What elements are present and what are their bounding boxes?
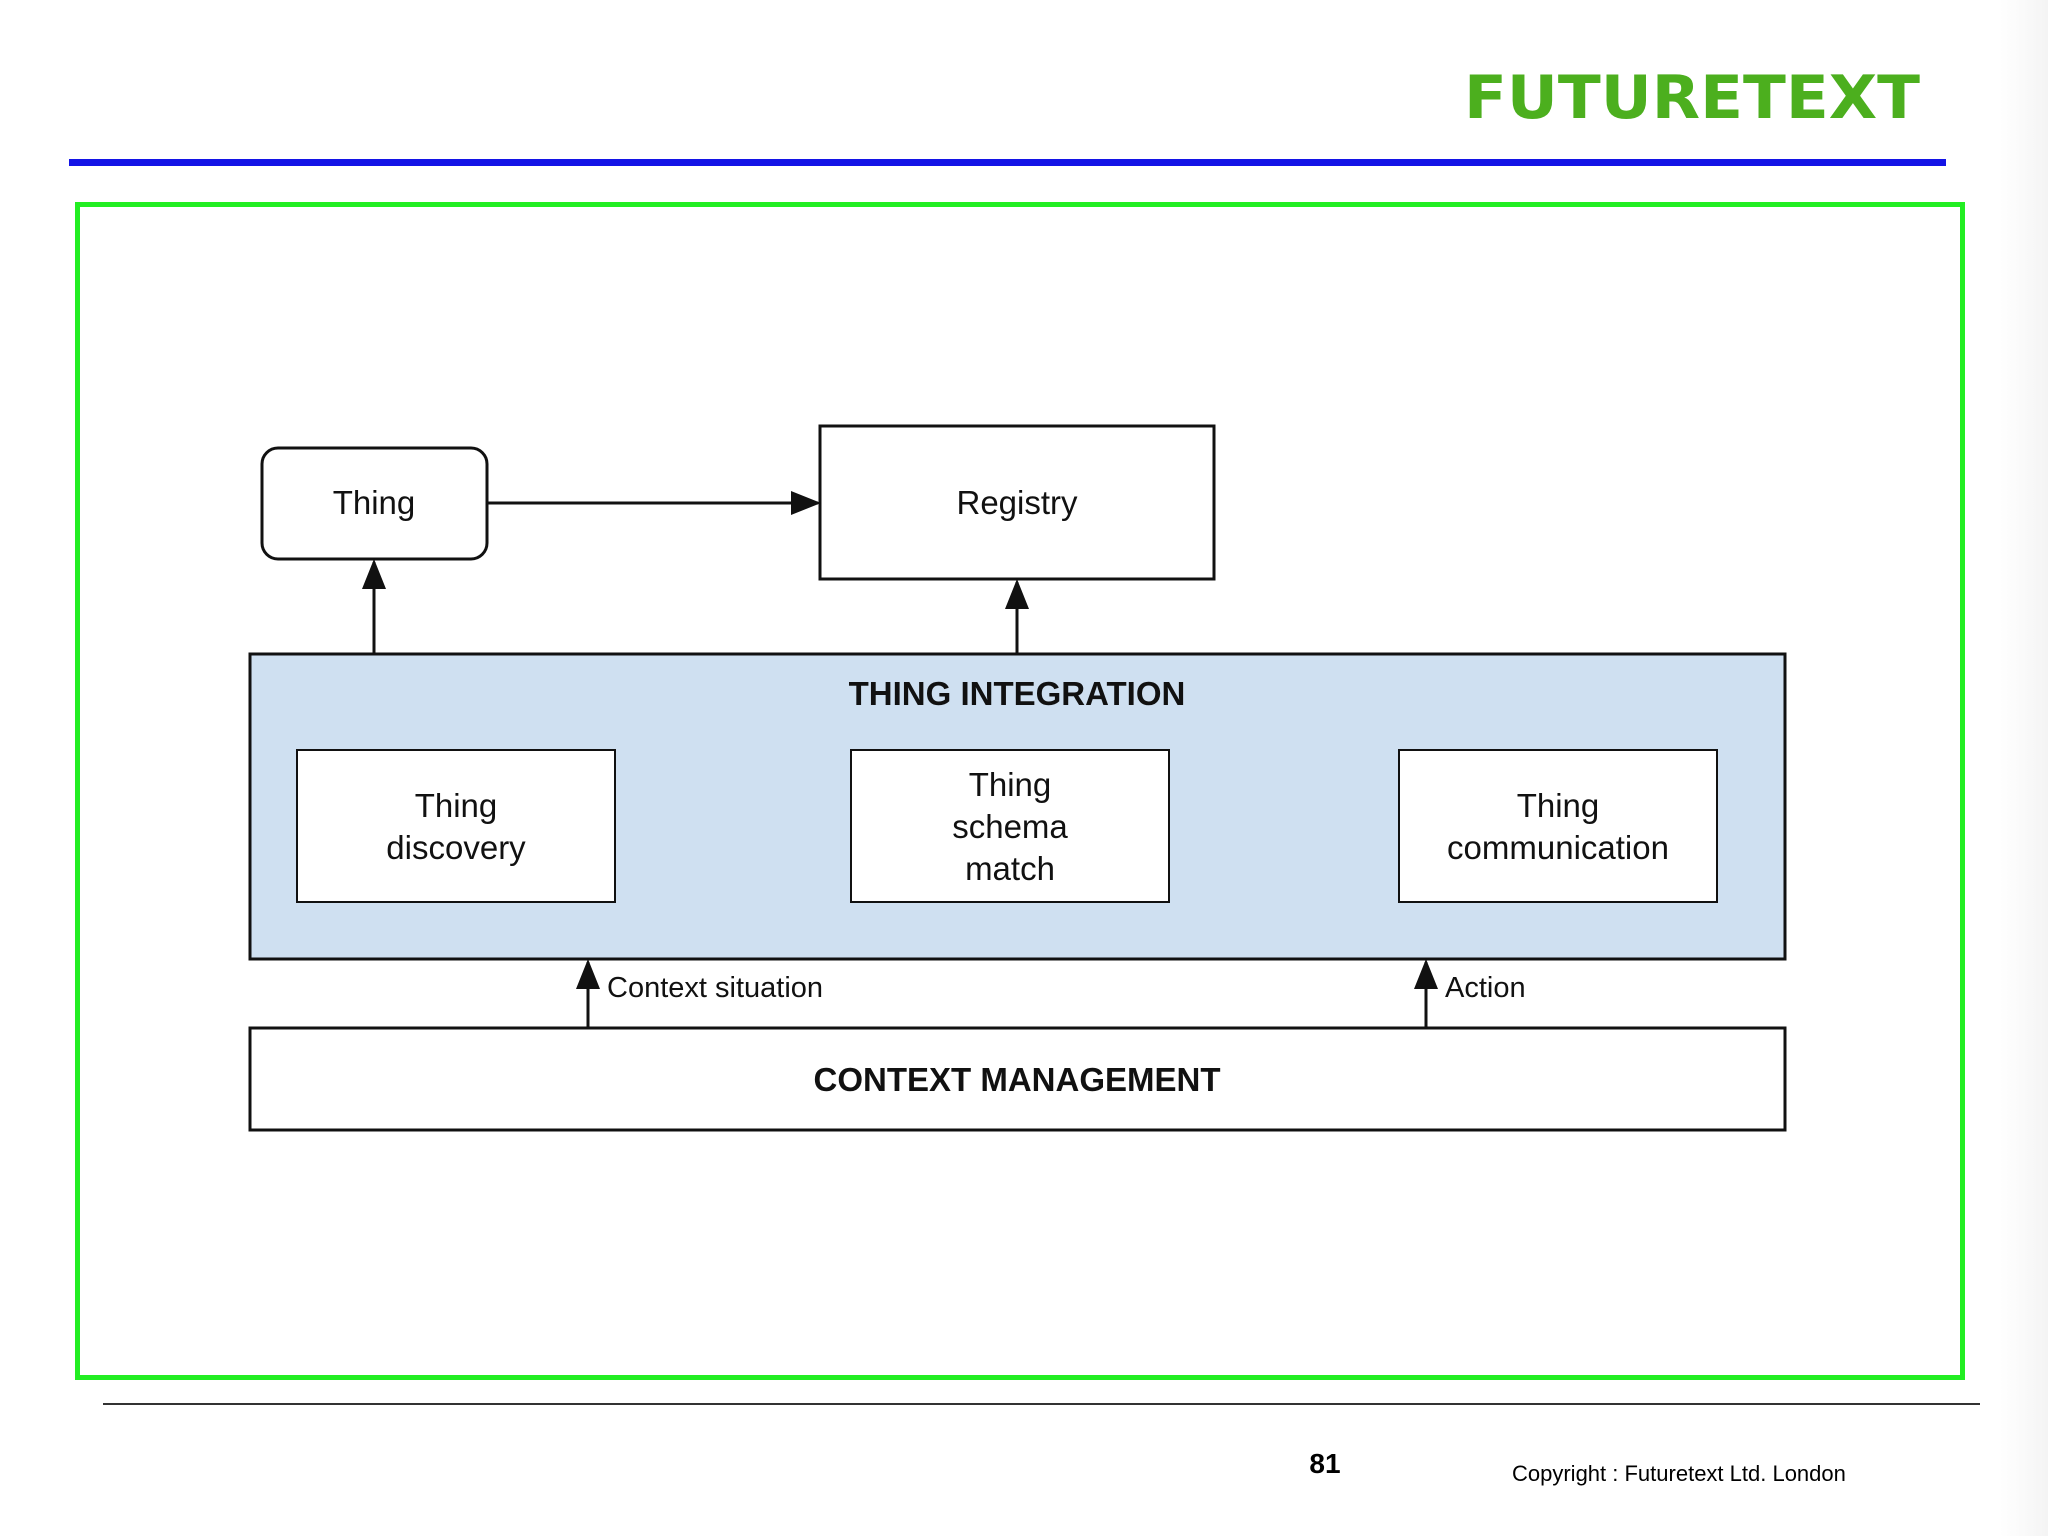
thing-discovery-node: Thing discovery (296, 749, 616, 903)
copyright-notice: Copyright : Futuretext Ltd. London (1512, 1461, 1846, 1486)
page-number: 81 (1309, 1448, 1341, 1479)
futuretext-logo: FUTURETEXT (1460, 60, 1930, 130)
registry-node: Registry (818, 424, 1216, 581)
thing-label: Thing (333, 484, 416, 521)
context-situation-label: Context situation (607, 972, 823, 1004)
context-management-block: CONTEXT MANAGEMENT (248, 1026, 1787, 1132)
thing-communication-line-1: Thing (1517, 787, 1600, 824)
thing-schema-match-line-2: schema (952, 808, 1068, 845)
registry-label: Registry (956, 484, 1078, 521)
thing-discovery-line-1: Thing (415, 787, 498, 824)
thing-schema-match-line-1: Thing (969, 766, 1052, 803)
thing-communication-node: Thing communication (1398, 749, 1718, 903)
thing-schema-match-node: Thing schema match (850, 749, 1170, 903)
page-edge-shadow (2000, 0, 2048, 1536)
logo-wordmark: FUTURETEXT (1464, 63, 1920, 130)
thing-node: Thing (260, 446, 489, 561)
action-label: Action (1445, 972, 1526, 1004)
header-rule (69, 159, 1946, 166)
context-management-title: CONTEXT MANAGEMENT (814, 1061, 1221, 1098)
thing-communication-line-2: communication (1447, 829, 1669, 866)
thing-schema-match-line-3: match (965, 850, 1055, 887)
thing-integration-title: THING INTEGRATION (849, 675, 1186, 712)
thing-discovery-line-2: discovery (386, 829, 526, 866)
footer-rule (103, 1403, 1980, 1405)
